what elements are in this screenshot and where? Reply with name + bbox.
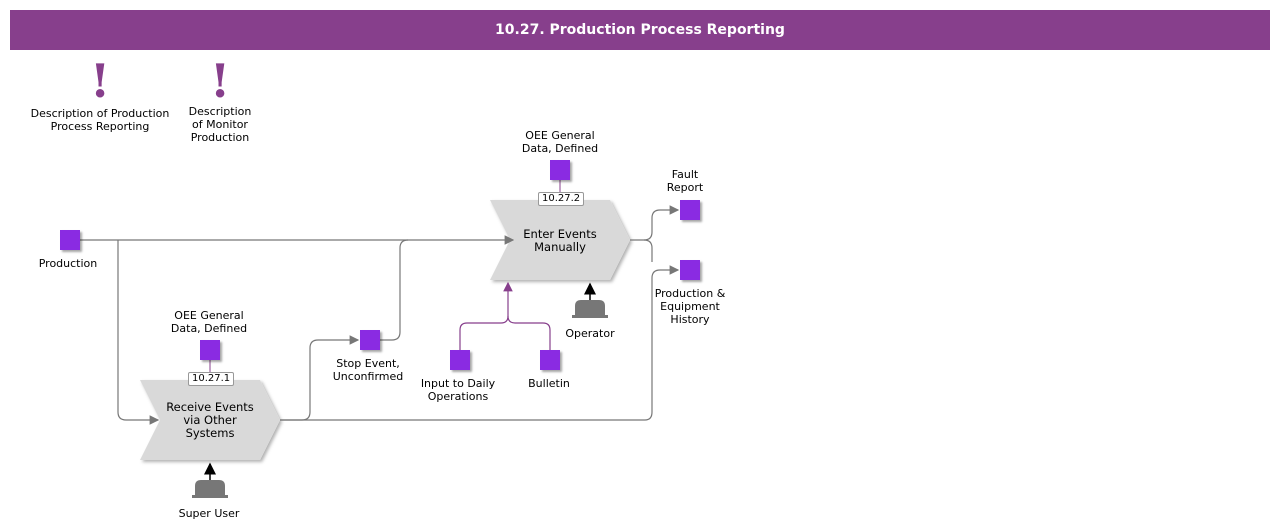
badge-10-27-2[interactable]: 10.27.2 xyxy=(538,192,585,206)
artifact-bulletin[interactable] xyxy=(540,350,560,370)
description-production-label[interactable]: Description of Production Process Report… xyxy=(30,107,170,133)
process-receive-events-shape[interactable] xyxy=(140,380,280,460)
artifact-input-daily[interactable] xyxy=(450,350,470,370)
artifact-prod-equip-history[interactable] xyxy=(680,260,700,280)
connector-production-receive xyxy=(117,240,160,425)
page-title: 10.27. Production Process Reporting xyxy=(10,10,1270,50)
input-daily-label: Input to Daily Operations xyxy=(420,377,496,403)
artifact-production[interactable] xyxy=(60,230,80,250)
artifact-oee-bottom[interactable] xyxy=(200,340,220,360)
oee-bottom-label: OEE General Data, Defined xyxy=(170,309,248,335)
process-receive-events-label[interactable]: Receive Events via Other Systems xyxy=(166,400,254,440)
description-monitor-label[interactable]: Description of Monitor Production xyxy=(188,105,252,144)
operator-label: Operator xyxy=(565,327,615,340)
connector-bulletin-enter xyxy=(507,315,551,350)
artifact-oee-top[interactable] xyxy=(550,160,570,180)
connector-input-enter xyxy=(459,281,513,350)
production-label: Production xyxy=(38,257,98,270)
exclamation-icon[interactable]: ! xyxy=(210,54,231,108)
connector-receive-history xyxy=(280,265,680,421)
stop-event-label: Stop Event, Unconfirmed xyxy=(332,357,404,383)
super-user-icon xyxy=(192,480,228,498)
artifact-stop-event[interactable] xyxy=(360,330,380,350)
connector-enter-fault xyxy=(630,205,680,241)
artifact-fault-report[interactable] xyxy=(680,200,700,220)
badge-10-27-1[interactable]: 10.27.1 xyxy=(188,372,235,386)
connector-enter-history xyxy=(643,239,653,262)
bulletin-label: Bulletin xyxy=(528,377,570,390)
oee-top-label: OEE General Data, Defined xyxy=(521,129,599,155)
connector-stop-enter xyxy=(380,239,409,341)
process-enter-events-shape[interactable] xyxy=(490,200,630,280)
operator-icon xyxy=(572,300,608,318)
exclamation-icon[interactable]: ! xyxy=(90,54,111,108)
fault-report-label: Fault Report xyxy=(666,168,704,194)
super-user-label: Super User xyxy=(178,507,240,520)
prod-equip-history-label: Production & Equipment History xyxy=(654,287,726,326)
process-enter-events-label[interactable]: Enter Events Manually xyxy=(523,227,597,254)
